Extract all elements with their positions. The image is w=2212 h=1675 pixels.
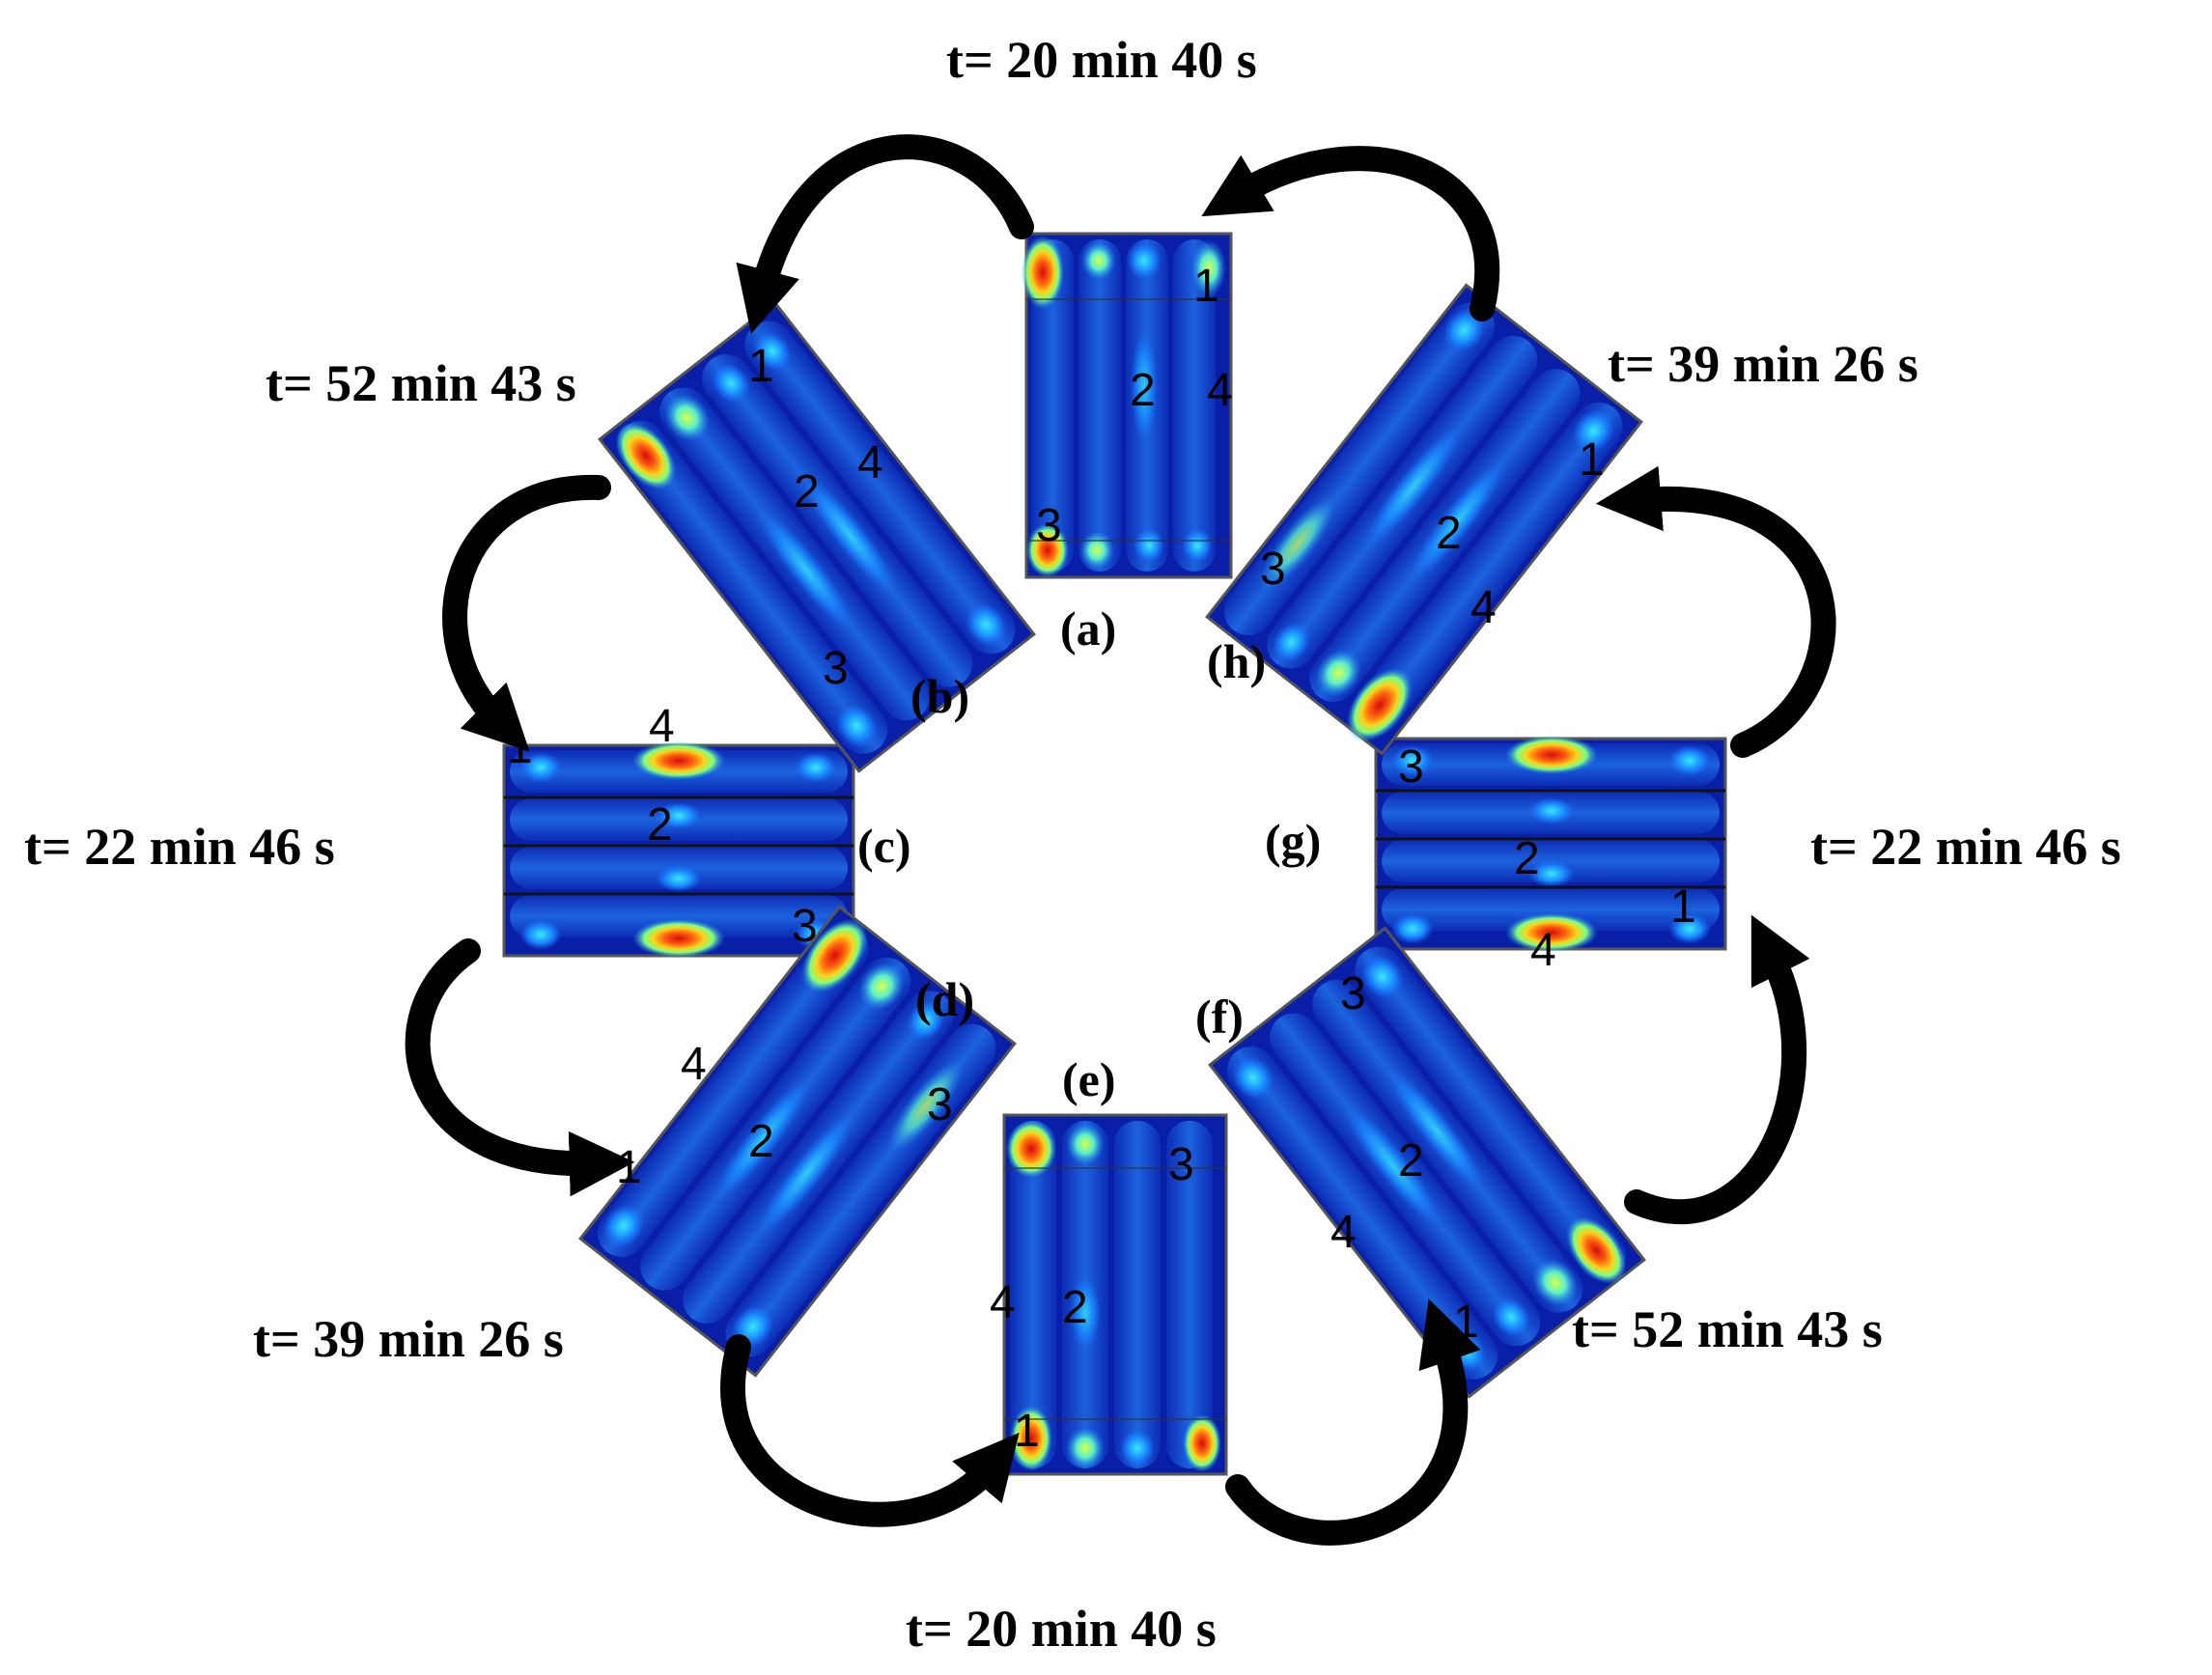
curved-arrow-icon <box>1225 1298 1481 1546</box>
panel-letter-a: (a) <box>1060 601 1116 656</box>
zone-1-h: 1 <box>1579 434 1605 486</box>
zone-3-b: 3 <box>823 643 849 694</box>
time-label-d: t= 39 min 26 s <box>253 1310 564 1368</box>
panel-g: 1 2 3 4 <box>1374 736 1727 976</box>
zone-1-f: 1 <box>1453 1297 1479 1348</box>
zone-4-d: 4 <box>681 1039 707 1090</box>
zone-4-e: 4 <box>990 1277 1016 1328</box>
zone-2-g: 2 <box>1514 833 1540 884</box>
zone-3-a: 3 <box>1036 500 1062 551</box>
zone-2-b: 2 <box>794 466 820 517</box>
zone-1-c: 1 <box>507 722 533 773</box>
curved-arrow-icon <box>405 938 635 1197</box>
curved-arrow-icon <box>442 474 611 752</box>
curved-arrow-icon <box>736 134 1034 334</box>
zone-2-e: 2 <box>1062 1282 1088 1333</box>
zone-1-a: 1 <box>1193 261 1219 312</box>
zone-3-f: 3 <box>1340 968 1366 1019</box>
zone-3-d: 3 <box>927 1079 953 1131</box>
zone-4-a: 4 <box>1207 365 1233 416</box>
time-label-c: t= 22 min 46 s <box>24 818 335 876</box>
panel-letter-b: (b) <box>910 669 969 723</box>
curved-arrow-icon <box>1624 914 1810 1225</box>
zone-1-e: 1 <box>1014 1406 1040 1457</box>
zone-4-b: 4 <box>857 437 883 489</box>
panel-letter-c: (c) <box>857 819 911 873</box>
zone-2-h: 2 <box>1436 508 1462 559</box>
panel-b: 1 2 3 4 <box>598 300 1036 773</box>
zone-3-g: 3 <box>1398 741 1424 793</box>
panel-f: 1 2 3 4 <box>1208 926 1646 1399</box>
panel-a: 1 2 3 4 <box>1022 232 1233 579</box>
panel-letter-e: (e) <box>1062 1052 1116 1106</box>
zone-4-g: 4 <box>1530 925 1556 976</box>
curved-arrow-icon <box>1201 146 1500 321</box>
panel-d: 1 2 3 4 <box>578 905 1017 1378</box>
rotation-arrows <box>405 134 1836 1546</box>
panel-c: 1 2 3 4 <box>502 701 855 958</box>
zone-2-a: 2 <box>1130 365 1156 416</box>
time-label-g: t= 22 min 46 s <box>1810 818 2121 876</box>
panel-letter-d: (d) <box>915 972 974 1026</box>
curved-arrow-icon <box>1595 465 1836 758</box>
time-label-e: t= 20 min 40 s <box>906 1600 1217 1658</box>
zone-2-f: 2 <box>1398 1135 1424 1186</box>
time-label-h: t= 39 min 26 s <box>1608 335 1918 393</box>
time-label-f: t= 52 min 43 s <box>1572 1300 1883 1358</box>
zone-3-h: 3 <box>1260 544 1286 595</box>
panel-h: 1 2 3 4 <box>1205 283 1643 756</box>
panel-letter-f: (f) <box>1195 990 1244 1044</box>
zone-1-g: 1 <box>1670 881 1696 933</box>
time-label-b: t= 52 min 43 s <box>266 354 576 412</box>
zone-3-e: 3 <box>1168 1139 1194 1190</box>
zone-4-h: 4 <box>1470 582 1497 633</box>
curved-arrow-icon <box>720 1334 1020 1527</box>
zone-1-b: 1 <box>748 341 774 392</box>
panel-letter-g: (g) <box>1265 814 1321 868</box>
panel-e: 1 2 3 4 <box>990 1113 1228 1476</box>
panel-letter-h: (h) <box>1207 634 1266 688</box>
zone-2-d: 2 <box>748 1116 774 1167</box>
zone-1-d: 1 <box>616 1142 642 1193</box>
time-label-a: t= 20 min 40 s <box>946 31 1257 89</box>
zone-4-c: 4 <box>649 701 675 752</box>
zone-2-c: 2 <box>647 799 673 851</box>
zone-4-f: 4 <box>1330 1207 1357 1258</box>
